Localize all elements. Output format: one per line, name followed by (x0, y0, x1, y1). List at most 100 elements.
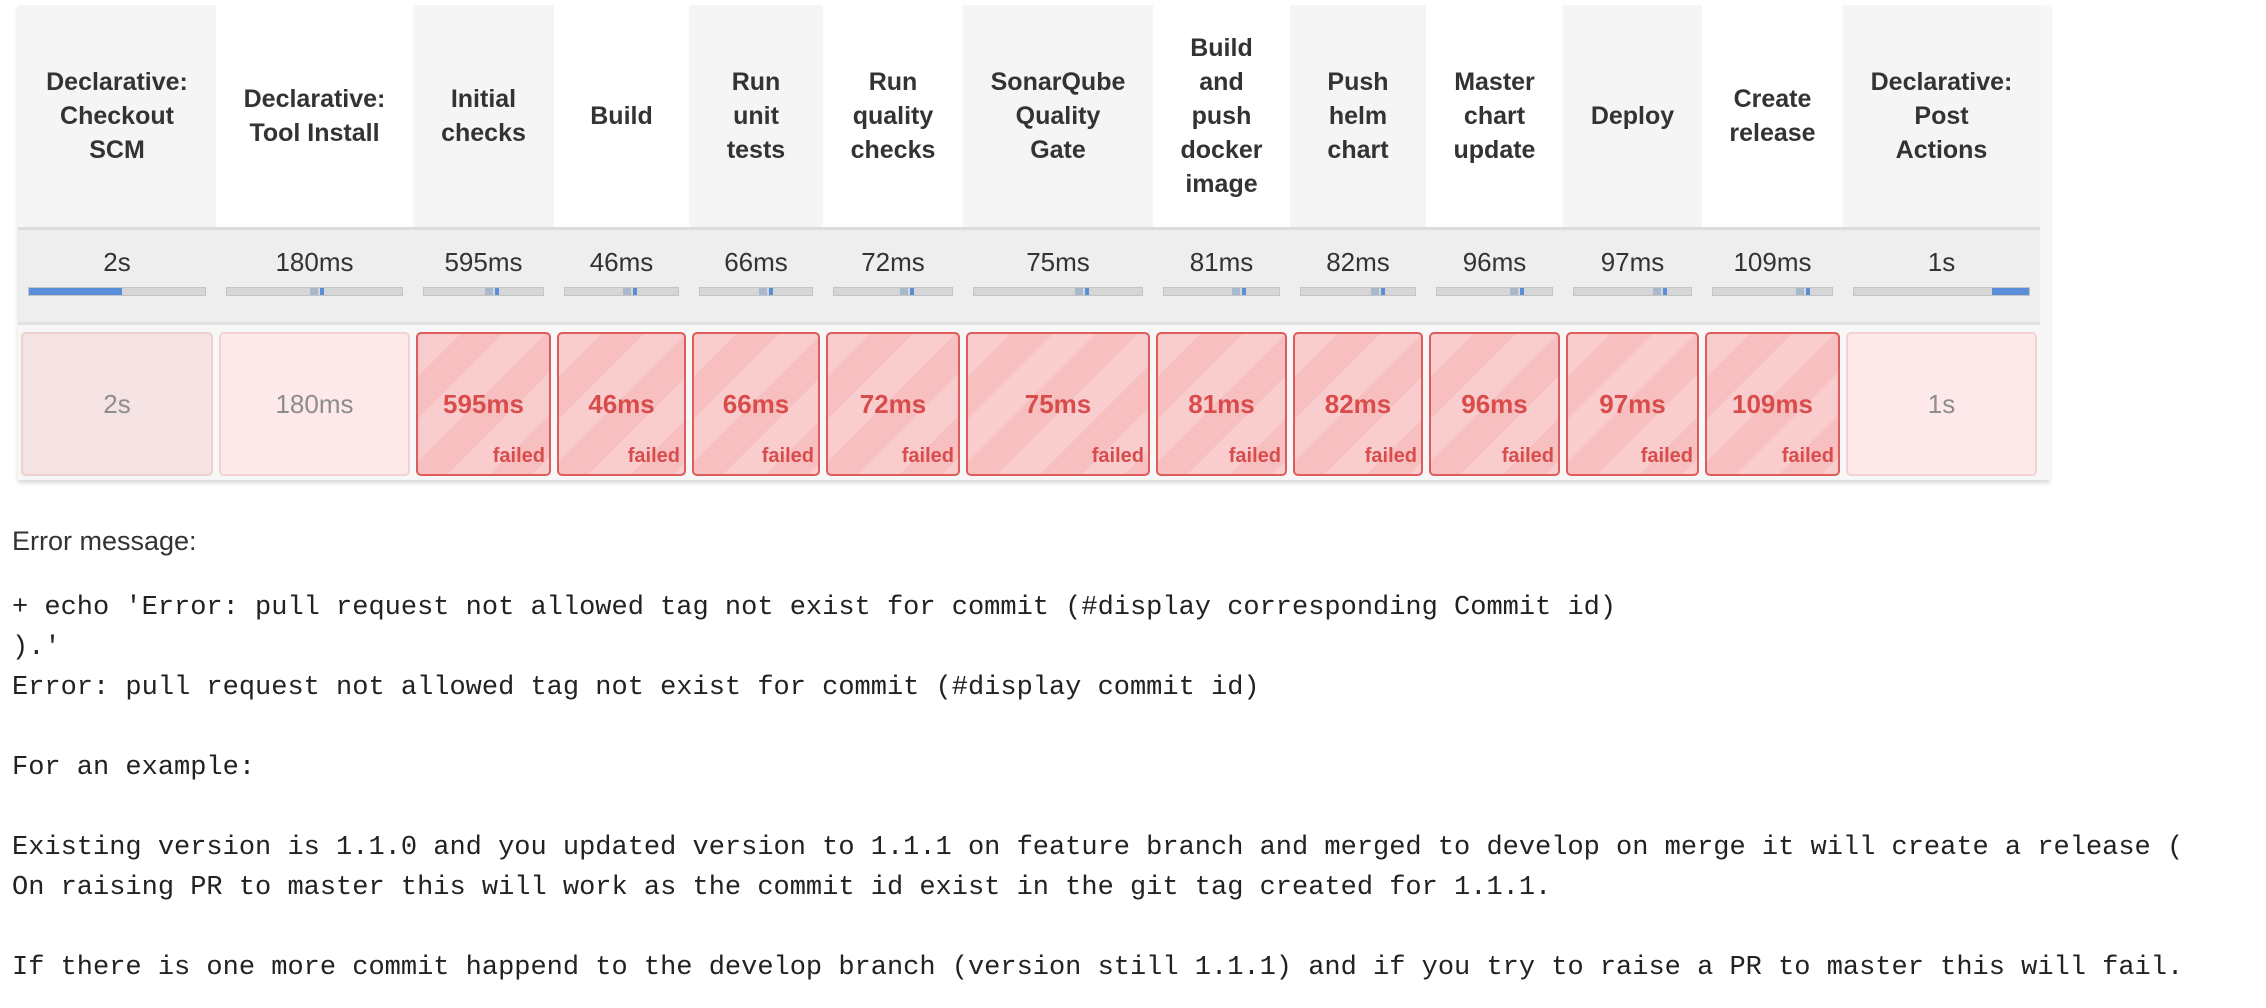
stage-cell-wrapper: 2s (18, 325, 216, 480)
duration-progress-bar (28, 287, 206, 296)
stage-average-duration: 180ms (216, 227, 413, 325)
stage-run-duration: 81ms (1188, 388, 1255, 419)
progress-shadow (1652, 288, 1661, 295)
failed-status-label: failed (1091, 445, 1144, 467)
progress-marker (495, 288, 500, 295)
stage-run-cell[interactable]: 180ms (219, 332, 410, 476)
stage-name-line: Declarative: (46, 68, 188, 96)
log-line: + echo 'Error: pull request not allowed … (12, 593, 1617, 623)
stage-average-duration: 82ms (1290, 227, 1426, 325)
progress-marker (769, 288, 774, 295)
stage-cell-wrapper: 66ms failed (689, 325, 823, 480)
average-duration-text: 72ms (861, 247, 925, 277)
progress-marker (1805, 288, 1810, 295)
stage-run-cell[interactable]: 2s (21, 332, 213, 476)
stage-average-duration: 96ms (1426, 227, 1563, 325)
log-line: ).' (12, 633, 61, 663)
stage-name-line: helm (1328, 102, 1388, 130)
console-log: + echo 'Error: pull request not allowed … (12, 588, 2266, 988)
stage-average-duration: 72ms (823, 227, 963, 325)
stage-run-cell[interactable]: 82ms failed (1293, 332, 1423, 476)
stage-name-line: Push (1327, 68, 1389, 96)
stage-name-line: release (1729, 119, 1816, 147)
stage-name-line: Master (1454, 68, 1535, 96)
progress-shadow (1232, 288, 1241, 295)
average-duration-text: 66ms (724, 247, 788, 277)
stage-name-line: image (1185, 170, 1258, 198)
stage-name-line: Run (868, 68, 918, 96)
log-line: For an example: (12, 753, 256, 783)
log-line: Error: pull request not allowed tag not … (12, 673, 1260, 703)
stage-name-line: Build (1190, 34, 1253, 62)
stage-name-line: SonarQube (990, 68, 1126, 96)
stage-average-duration: 46ms (554, 227, 689, 325)
average-duration-text: 109ms (1733, 247, 1812, 277)
stage-name-line: unit (733, 102, 779, 130)
stage-run-cell[interactable]: 109ms failed (1705, 332, 1840, 476)
failed-status-label: failed (1781, 445, 1834, 467)
duration-progress-bar (1163, 287, 1280, 296)
average-duration-text: 180ms (275, 247, 354, 277)
stage-name: Deploy (1591, 99, 1674, 133)
average-duration-text: 75ms (1026, 247, 1090, 277)
stage-name-line: Gate (1030, 136, 1086, 164)
stage-name-line: Declarative: (1870, 68, 2013, 96)
stage-run-duration: 66ms (722, 388, 790, 419)
progress-shadow (622, 288, 631, 295)
stage-name-line: docker (1180, 136, 1263, 164)
stage-run-duration: 109ms (1732, 388, 1813, 419)
stage-run-duration: 82ms (1324, 388, 1392, 419)
duration-progress-bar (564, 287, 679, 296)
failed-status-label: failed (901, 445, 954, 467)
average-duration-text: 46ms (589, 247, 654, 277)
failed-status-label: failed (1364, 445, 1417, 467)
stage-average-duration: 109ms (1702, 227, 1843, 325)
duration-progress-bar (1712, 287, 1833, 296)
failed-status-label: failed (761, 445, 814, 467)
stage-name-line: Tool Install (249, 119, 380, 147)
stage-header: Build (554, 5, 689, 227)
stage-average-duration: 81ms (1153, 227, 1290, 325)
log-line (12, 908, 2266, 948)
progress-marker (1242, 288, 1247, 295)
stage-name: Declarative:Tool Install (244, 82, 386, 150)
progress-marker (909, 288, 914, 295)
progress-shadow (309, 288, 318, 295)
stage-run-cell[interactable]: 1s (1846, 332, 2037, 476)
stage-name-line: Post (1914, 102, 1969, 130)
stage-name-line: Actions (1895, 136, 1988, 164)
average-duration-text: 96ms (1462, 247, 1527, 277)
progress-shadow (1074, 288, 1083, 295)
stage-name-line: Deploy (1590, 102, 1675, 130)
failed-status-label: failed (1640, 445, 1693, 467)
stage-name-line: checks (441, 119, 526, 147)
stage-cell-wrapper: 180ms (216, 325, 413, 480)
average-duration-text: 82ms (1326, 247, 1390, 277)
stage-cell-wrapper: 1s (1843, 325, 2040, 480)
stage-run-cell[interactable]: 66ms failed (692, 332, 820, 476)
duration-progress-bar (973, 287, 1143, 296)
progress-fill (1992, 288, 2029, 295)
log-line: On raising PR to master this will work a… (12, 873, 1552, 903)
